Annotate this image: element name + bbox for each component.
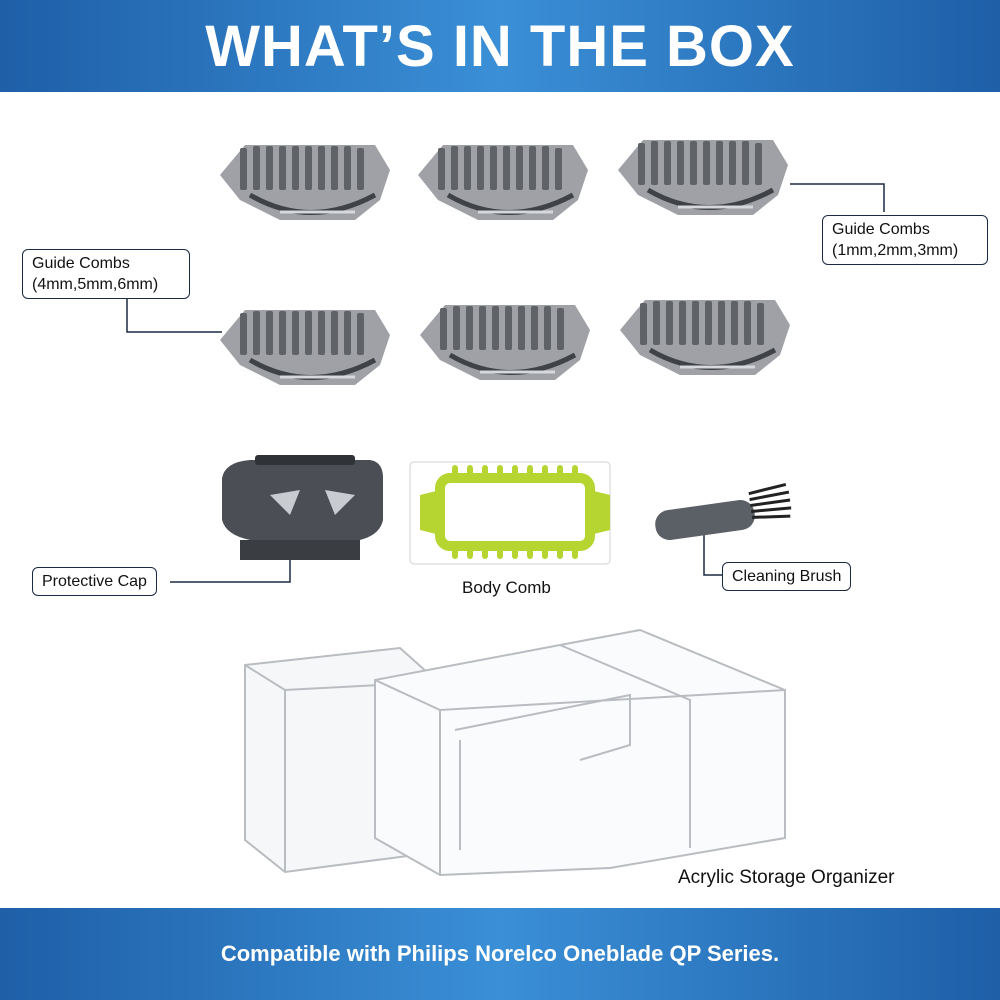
guide-comb-6mm <box>620 300 790 375</box>
storage-organizer-label: Acrylic Storage Organizer <box>678 867 895 888</box>
guide-comb-5mm <box>420 305 590 380</box>
protective-cap-image <box>222 455 383 560</box>
guide-comb-2mm <box>418 145 588 220</box>
footer-banner: Compatible with Philips Norelco Oneblade… <box>0 908 1000 1000</box>
guide-comb-4mm <box>220 310 390 385</box>
cleaning-brush-image <box>655 482 792 541</box>
body-comb-label: Body Comb <box>462 578 551 597</box>
guide-comb-3mm <box>618 140 788 215</box>
guide-combs-large-line2: (4mm,5mm,6mm) <box>32 276 159 293</box>
header-banner: WHAT’S IN THE BOX <box>0 0 1000 92</box>
guide-comb-1mm <box>220 145 390 220</box>
guide-combs-large-label: Guide Combs (4mm,5mm,6mm) <box>22 249 190 299</box>
page-title: WHAT’S IN THE BOX <box>205 13 795 79</box>
acrylic-organizer-image <box>244 628 786 877</box>
guide-combs-small-label: Guide Combs (1mm,2mm,3mm) <box>822 215 988 265</box>
guide-combs-small-line2: (1mm,2mm,3mm) <box>832 242 959 259</box>
guide-combs-large-line1: Guide Combs <box>32 255 130 272</box>
protective-cap-label: Protective Cap <box>32 567 157 596</box>
cleaning-brush-label: Cleaning Brush <box>722 562 852 591</box>
compatibility-text: Compatible with Philips Norelco Oneblade… <box>220 941 780 966</box>
guide-combs-small-line1: Guide Combs <box>832 221 930 238</box>
body-comb-image <box>409 461 611 565</box>
